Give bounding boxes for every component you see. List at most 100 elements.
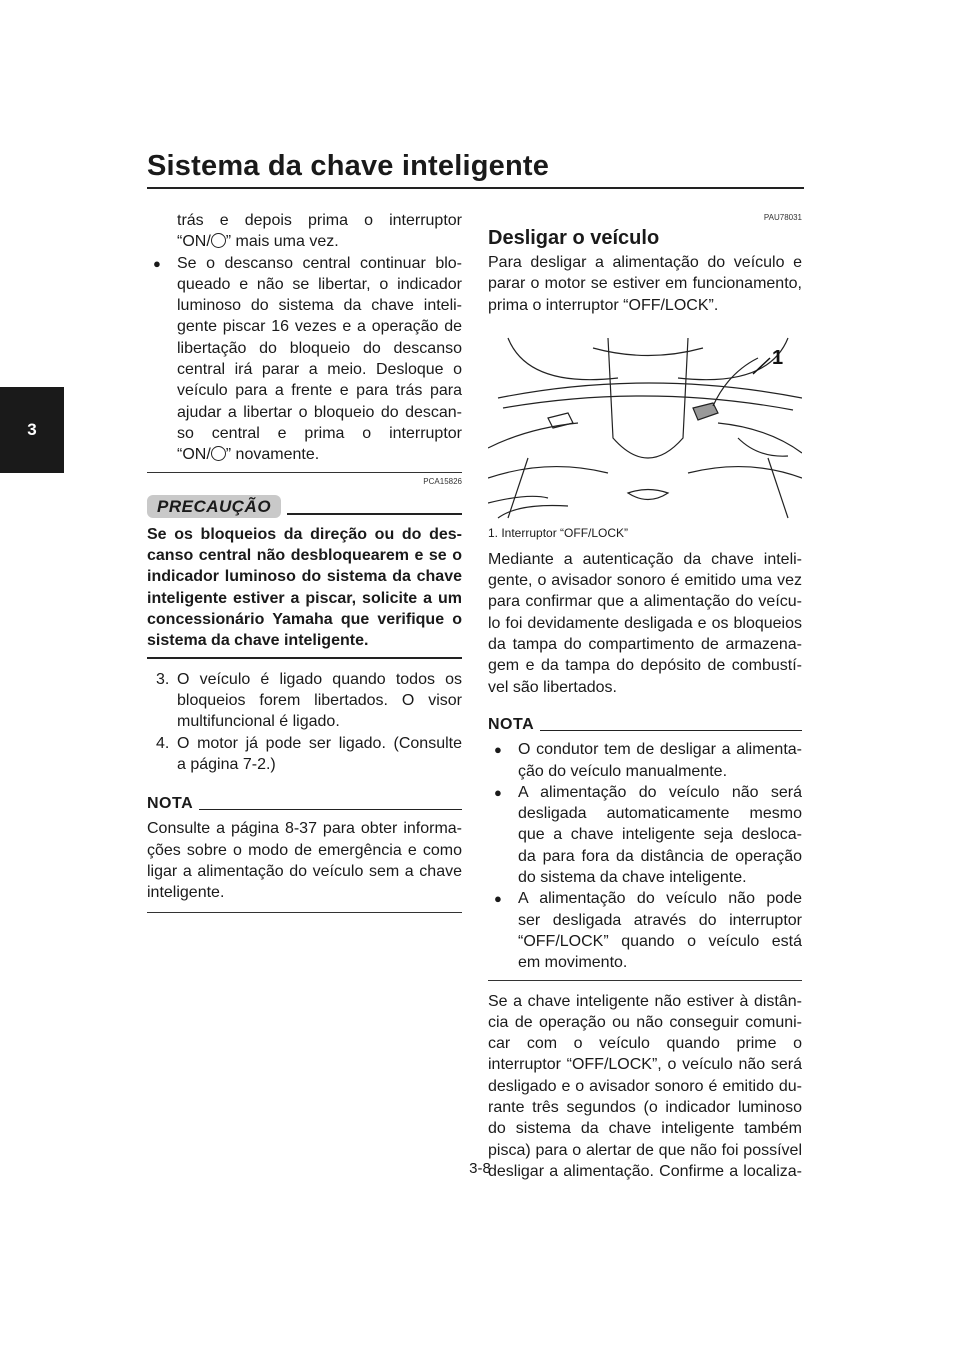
right-column: PAU78031 Desligar o veículo Para desliga… bbox=[487, 210, 803, 1183]
divider bbox=[147, 471, 462, 473]
list-item: 4. O motor já pode ser ligado. (Consulte… bbox=[147, 733, 462, 776]
bullet-line: central irá parar a meio. Desloque o bbox=[177, 361, 462, 379]
bullet-line: so central e prima o interruptor bbox=[177, 424, 462, 442]
handlebar-illustration: 1 bbox=[487, 337, 803, 519]
text-fragment: ” mais uma vez. bbox=[225, 233, 339, 251]
figure-callout: 1 bbox=[772, 347, 783, 369]
divider bbox=[147, 656, 462, 659]
list-item: ● A alimentação do veículo não será desl… bbox=[488, 782, 802, 888]
caution-line: canso central não desbloquearem e se o bbox=[147, 547, 462, 565]
caution-heading: PRECAUÇÃO bbox=[147, 494, 462, 518]
paragraph-line: Mediante a autenticação da chave inteli- bbox=[488, 550, 802, 568]
list-item: ● Se o descanso central continuar blo- q… bbox=[147, 253, 462, 466]
bullet-icon: ● bbox=[494, 742, 502, 758]
caution-badge: PRECAUÇÃO bbox=[147, 494, 282, 518]
divider bbox=[147, 911, 462, 913]
bullet-line: A alimentação do veículo não será bbox=[518, 783, 802, 801]
step-number: 4. bbox=[156, 734, 170, 752]
caution-code: PCA15826 bbox=[423, 476, 462, 486]
caution-text: Se os bloqueios da direção ou do des- ca… bbox=[147, 524, 462, 652]
caution-line: Se os bloqueios da direção ou do des- bbox=[147, 525, 462, 543]
title-rule bbox=[147, 187, 804, 189]
paragraph-line: prima o interruptor “OFF/LOCK”. bbox=[488, 296, 719, 314]
bullet-line: em movimento. bbox=[518, 954, 628, 972]
divider bbox=[488, 979, 802, 981]
bullet-line: “OFF/LOCK” quando o veículo está bbox=[518, 932, 802, 950]
page-title: Sistema da chave inteligente bbox=[147, 150, 550, 182]
caution-line: inteligente estiver a piscar, solicite a… bbox=[147, 589, 462, 607]
bullet-line: veículo para a frente e para trás para bbox=[177, 382, 462, 400]
power-switch-icon bbox=[210, 446, 226, 462]
page-number: 3-8 bbox=[469, 1160, 491, 1177]
left-column: trás e depois prima o interruptor “ON/” … bbox=[147, 210, 462, 913]
bullet-line: que a chave inteligente seja desloca- bbox=[518, 826, 802, 844]
caution-line: sistema da chave inteligente. bbox=[147, 632, 369, 650]
bullet-line: ajudar a libertar o bloqueio do descan- bbox=[177, 403, 462, 421]
text-fragment: “ON/ bbox=[177, 446, 211, 464]
bullet-line: O condutor tem de desligar a alimenta- bbox=[518, 741, 802, 759]
nota-rule bbox=[540, 730, 802, 732]
figure-caption: 1. Interruptor “OFF/LOCK” bbox=[488, 525, 629, 540]
chapter-tab: 3 bbox=[0, 387, 64, 473]
nota-line: ligar a alimentação do veículo sem a cha… bbox=[147, 863, 462, 881]
paragraph-line: da tampa do compartimento de armazena- bbox=[488, 636, 802, 654]
paragraph-line: trás e depois prima o interruptor bbox=[177, 212, 462, 229]
paragraph-line: desligar a alimentação. Confirme a local… bbox=[488, 1162, 802, 1180]
nota-heading: NOTA bbox=[147, 793, 462, 814]
list-item: ● A alimentação do veículo não pode ser … bbox=[488, 888, 802, 973]
bullet-line: queado e não se libertar, o indicador bbox=[177, 275, 462, 293]
step-line: O motor já pode ser ligado. (Consulte bbox=[177, 734, 462, 752]
intro-paragraph: Para desligar a alimentação do veículo e… bbox=[488, 252, 802, 316]
nota-label: NOTA bbox=[488, 715, 535, 733]
bullet-line: libertação do bloqueio do descanso bbox=[177, 339, 462, 357]
nota-line: ções sobre o modo de emergência e como bbox=[147, 841, 462, 859]
nota-label: NOTA bbox=[147, 795, 194, 813]
bullet-line: “ON/ ” novamente. bbox=[177, 444, 462, 465]
text-fragment: ” novamente. bbox=[225, 446, 320, 464]
paragraph-line: interruptor “OFF/LOCK”, o veículo não se… bbox=[488, 1056, 802, 1074]
step-number: 3. bbox=[156, 670, 170, 688]
bullet-line: A alimentação do veículo não pode bbox=[518, 890, 802, 908]
paragraph-line: lo foi devidamente desligada e os bloque… bbox=[488, 614, 802, 632]
paragraph-line: desligado e o avisador sonoro é emitido … bbox=[488, 1077, 802, 1095]
bullet-line: Se o descanso central continuar blo- bbox=[177, 254, 462, 272]
bullet-line: desligada automaticamente mesmo bbox=[518, 805, 802, 823]
paragraph-line: rante três segundos (o indicador luminos… bbox=[488, 1099, 802, 1117]
caution-line: concessionário Yamaha que verifique o bbox=[147, 611, 462, 629]
paragraph-line: Para desligar a alimentação do veículo e bbox=[488, 254, 802, 271]
bullet-line: do sistema da chave inteligente. bbox=[518, 869, 747, 887]
bullet-line: gente piscar 16 vezes e a operação de bbox=[177, 318, 462, 336]
bullet-line: da para fora da distância de operação bbox=[518, 847, 802, 865]
list-item: 3. O veículo é ligado quando todos os bl… bbox=[147, 669, 462, 733]
caution-rule bbox=[287, 512, 462, 515]
step-line: multifuncional é ligado. bbox=[177, 713, 340, 731]
step-line: O veículo é ligado quando todos os bbox=[177, 670, 462, 688]
step-line: a página 7-2.) bbox=[177, 755, 276, 773]
bullet-line: ção do veículo manualmente. bbox=[518, 762, 728, 780]
paragraph-line: car com o veículo quando prime o bbox=[488, 1035, 802, 1053]
paragraph-line: cia de operação ou não conseguir comuni- bbox=[488, 1013, 802, 1031]
bullet-icon: ● bbox=[494, 784, 502, 800]
caution-line: indicador luminoso do sistema da chave bbox=[147, 568, 462, 586]
paragraph: Mediante a autenticação da chave inteli-… bbox=[488, 549, 802, 698]
section-title: Desligar o veículo bbox=[488, 227, 660, 249]
nota-line: inteligente. bbox=[147, 884, 225, 902]
nota-text: Consulte a página 8-37 para obter inform… bbox=[147, 818, 462, 903]
list-item: ● O condutor tem de desligar a alimenta-… bbox=[488, 739, 802, 782]
paragraph-line: Se a chave inteligente não estiver à dis… bbox=[488, 992, 802, 1010]
step-line: bloqueios forem libertados. O visor bbox=[177, 691, 462, 709]
paragraph-line: pisca) para o alertar de que não foi pos… bbox=[488, 1141, 802, 1159]
power-switch-icon bbox=[210, 233, 226, 249]
nota-rule bbox=[199, 809, 462, 811]
paragraph-line: do sistema da chave inteligente também bbox=[488, 1120, 802, 1138]
paragraph-line: gem e da tampa do depósito de combustí- bbox=[488, 657, 802, 675]
nota-heading: NOTA bbox=[488, 714, 802, 735]
bullet-icon: ● bbox=[494, 891, 502, 907]
bullet-line: luminoso do sistema da chave inteli- bbox=[177, 297, 462, 315]
bullet-icon: ● bbox=[153, 255, 161, 271]
paragraph-line: para confirmar que a alimentação do veíc… bbox=[488, 593, 802, 611]
section-code: PAU78031 bbox=[763, 213, 802, 222]
paragraph-line: “ON/” mais uma vez. bbox=[147, 231, 462, 252]
paragraph-line: vel são libertados. bbox=[488, 678, 617, 696]
paragraph: Se a chave inteligente não estiver à dis… bbox=[488, 991, 802, 1183]
